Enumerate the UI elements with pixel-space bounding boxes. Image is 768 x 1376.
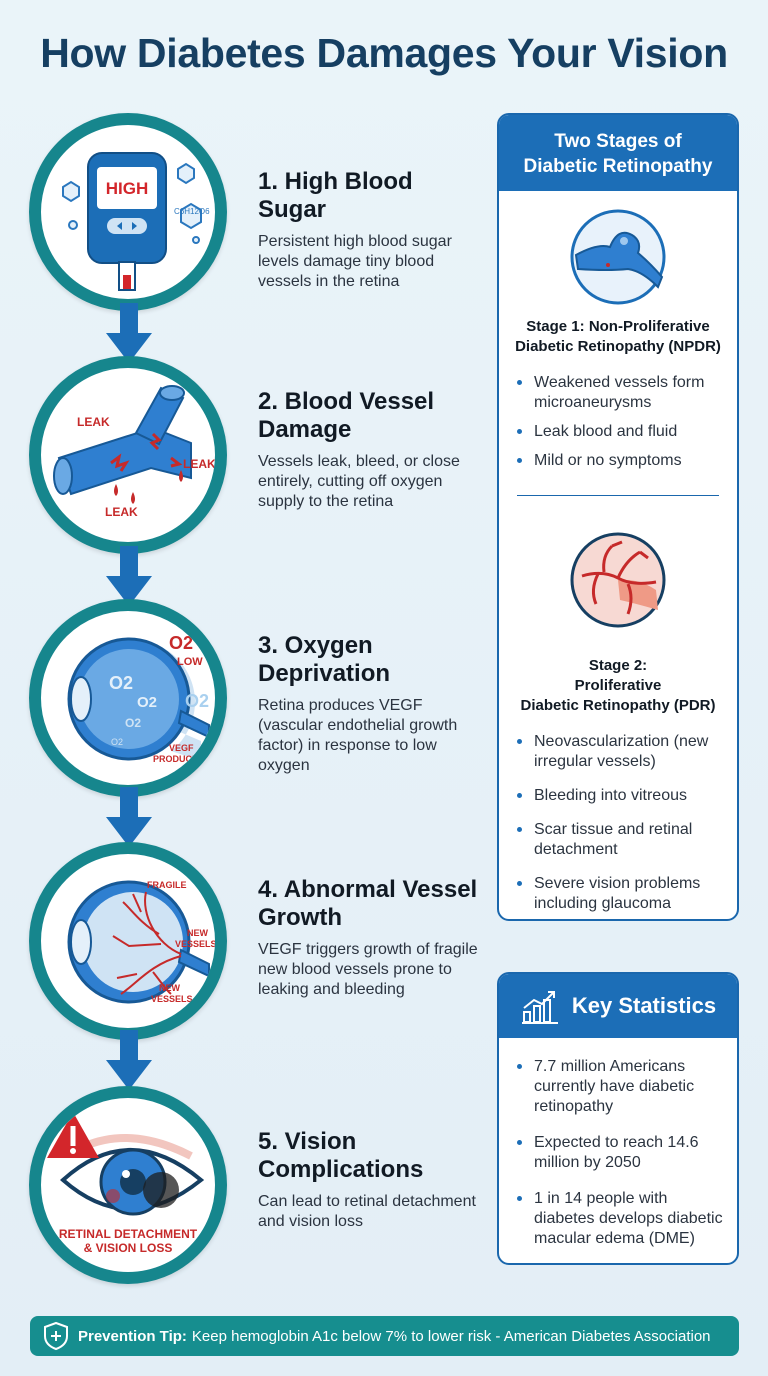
o2-red-label: O2 [169,633,193,653]
stages-panel-header: Two Stages of Diabetic Retinopathy [499,115,737,191]
stage-2-title: Stage 2: Proliferative Diabetic Retinopa… [499,656,737,716]
retinal-detachment-label: RETINAL DETACHMENT [59,1227,198,1241]
list-item: Expected to reach 14.6 million by 2050 [517,1133,731,1173]
stats-panel: Key Statistics 7.7 million Americans cur… [497,972,739,1265]
vegf-label: VEGF [169,743,194,753]
stage-1-title: Stage 1: Non-Proliferative Diabetic Reti… [499,317,737,357]
new-label-1: NEW [187,928,209,938]
list-item: Scar tissue and retinal detachment [517,820,731,860]
step-3-circle: O2 LOW O2 O2 O2 O2 O2 VEGF PRODUCED [29,599,227,797]
stage-2-title-line1: Stage 2: [588,657,648,674]
step-2-desc: Vessels leak, bleed, or close entirely, … [258,453,460,510]
stage-divider [517,495,719,496]
o2-label-1: O2 [109,673,133,693]
stats-panel-title: Key Statistics [571,993,717,1018]
step-1-circle: C6H12O6 HIGH [29,113,227,311]
step-1-text: 1. High Blood Sugar Persistent high bloo… [258,168,483,292]
fragile-label: FRAGILE [147,880,187,890]
step-1-title: 1. High Blood Sugar [258,168,413,223]
shield-plus-icon [44,1321,68,1351]
down-arrow-icon [106,787,152,847]
step-4-desc: VEGF triggers growth of fragile new bloo… [258,941,478,998]
step-1-desc: Persistent high blood sugar levels damag… [258,233,452,290]
leak-label-3: LEAK [105,505,138,519]
high-label: HIGH [106,179,149,198]
down-arrow-icon [106,303,152,363]
list-item: Severe vision problems including glaucom… [517,874,731,914]
list-item: 7.7 million Americans currently have dia… [517,1057,731,1117]
step-5-text: 5. Vision Complications Can lead to reti… [258,1128,483,1232]
list-item: Bleeding into vitreous [517,786,731,806]
stage-2-title-line3: Diabetic Retinopathy (PDR) [520,697,716,714]
leaking-vessel-icon: LEAK LEAK LEAK [53,385,215,519]
stages-panel-title-1: Two Stages of [554,131,682,152]
step-4-text: 4. Abnormal Vessel Growth VEGF triggers … [258,876,483,1000]
vision-loss-label: & VISION LOSS [84,1241,173,1255]
stages-panel-title-2: Diabetic Retinopathy [523,156,713,177]
o2-label-5: O2 [111,737,123,747]
prevention-tip-bar: Prevention Tip: Keep hemoglobin A1c belo… [30,1316,739,1356]
list-item: Weakened vessels form microaneurysms [517,373,731,413]
list-item: Leak blood and fluid [517,422,731,442]
new-label-2: NEW [159,983,181,993]
glucose-meter-icon: C6H12O6 HIGH [62,152,210,291]
list-item: Neovascularization (new irregular vessel… [517,732,731,772]
down-arrow-icon [106,546,152,606]
prevention-tip-text: Keep hemoglobin A1c below 7% to lower ri… [191,1327,711,1345]
eye-vessels-icon: FRAGILE NEW VESSELS NEW VESSELS [67,880,215,1004]
eye-oxygen-icon: O2 LOW O2 O2 O2 O2 O2 VEGF PRODUCED [67,633,210,764]
step-4-title: 4. Abnormal Vessel Growth [258,876,478,931]
o2-label-2: O2 [137,694,157,711]
stage-2-title-line2: Proliferative [574,677,662,694]
stage-1-title-line2: Diabetic Retinopathy (NPDR) [515,338,721,355]
step-5-circle: RETINAL DETACHMENT & VISION LOSS [29,1086,227,1284]
stages-panel: Two Stages of Diabetic Retinopathy Stage… [497,113,739,921]
step-2-circle: LEAK LEAK LEAK [29,356,227,554]
down-arrow-icon [106,1030,152,1090]
page-title: How Diabetes Damages Your Vision [40,30,728,76]
step-2-text: 2. Blood Vessel Damage Vessels leak, ble… [258,388,483,512]
neovascularization-icon [570,532,666,628]
low-label: LOW [177,656,203,668]
stage-2-list: Neovascularization (new irregular vessel… [499,732,737,914]
step-3-title: 3. Oxygen Deprivation [258,632,391,687]
stage-1-title-line1: Stage 1: Non-Proliferative [526,318,710,335]
leak-label-2: LEAK [183,457,215,471]
o2-label-3: O2 [185,691,209,711]
vessels-label-2: VESSELS [151,994,193,1004]
stats-list: 7.7 million Americans currently have dia… [499,1057,737,1249]
eye-warning-icon: RETINAL DETACHMENT & VISION LOSS [47,1112,205,1255]
step-5-title: 5. Vision Complications [258,1128,424,1183]
produced-label: PRODUCED [153,754,205,764]
step-3-text: 3. Oxygen Deprivation Retina produces VE… [258,632,483,776]
step-3-desc: Retina produces VEGF (vascular endotheli… [258,697,458,774]
o2-label-4: O2 [125,716,141,730]
microaneurysm-icon [570,209,666,305]
vessels-label-1: VESSELS [175,939,215,949]
leak-label-1: LEAK [77,415,110,429]
formula-label: C6H12O6 [174,207,210,216]
step-4-circle: FRAGILE NEW VESSELS NEW VESSELS [29,842,227,1040]
prevention-tip-label: Prevention Tip: [78,1327,187,1345]
list-item: 1 in 14 people with diabetes develops di… [517,1189,731,1249]
stats-panel-header: Key Statistics [499,974,737,1038]
bar-chart-icon [521,991,558,1024]
stage-1-list: Weakened vessels form microaneurysms Lea… [499,373,737,471]
list-item: Mild or no symptoms [517,451,731,471]
step-2-title: 2. Blood Vessel Damage [258,388,435,443]
step-5-desc: Can lead to retinal detachment and visio… [258,1193,476,1230]
